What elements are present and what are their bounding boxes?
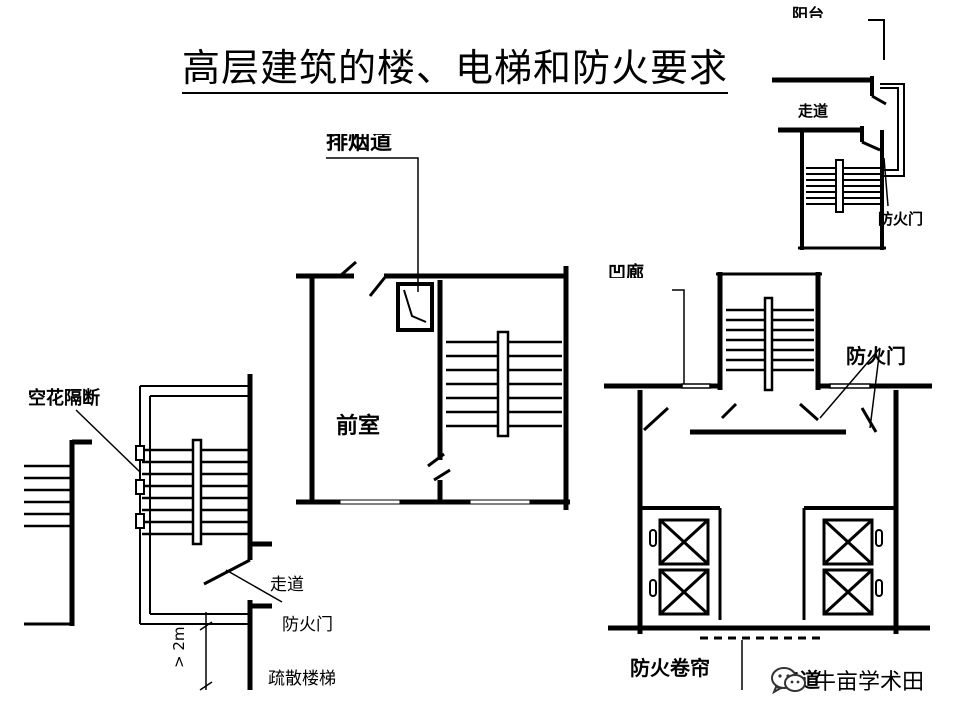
label-hollow-partition: 空花隔断 (28, 388, 100, 409)
label-corridor-left: 走道 (270, 575, 304, 595)
label-fire-door-top-right: 防火门 (878, 210, 924, 228)
plan-right-elevators (604, 272, 932, 690)
label-distance: > 2m (170, 626, 188, 669)
label-evacuation-stair: 疏散楼梯 (268, 669, 336, 689)
plan-top-right (772, 19, 905, 250)
plan-front-room (296, 157, 570, 510)
label-front-room: 前室 (336, 414, 381, 439)
label-corridor-top-right: 走道 (798, 102, 829, 120)
wechat-icon (771, 667, 806, 694)
watermark-text: 牛亩学术田 (814, 670, 925, 695)
watermark: 牛亩学术田 (770, 664, 924, 696)
plan-far-left-partial (24, 439, 92, 626)
page-title: 高层建筑的楼、电梯和防火要求 (182, 44, 729, 94)
label-fire-shutter: 防火卷帘 (630, 656, 710, 680)
label-top-clipped-right: 阳台 (792, 5, 825, 18)
label-fire-door-right: 防火门 (846, 344, 906, 368)
label-fire-door-left: 防火门 (282, 615, 333, 635)
label-smoke-shaft: 排烟道 (326, 134, 393, 154)
plan-left-stair (75, 374, 283, 691)
label-corridor-clipped-mid: 凹廊 (608, 263, 644, 278)
